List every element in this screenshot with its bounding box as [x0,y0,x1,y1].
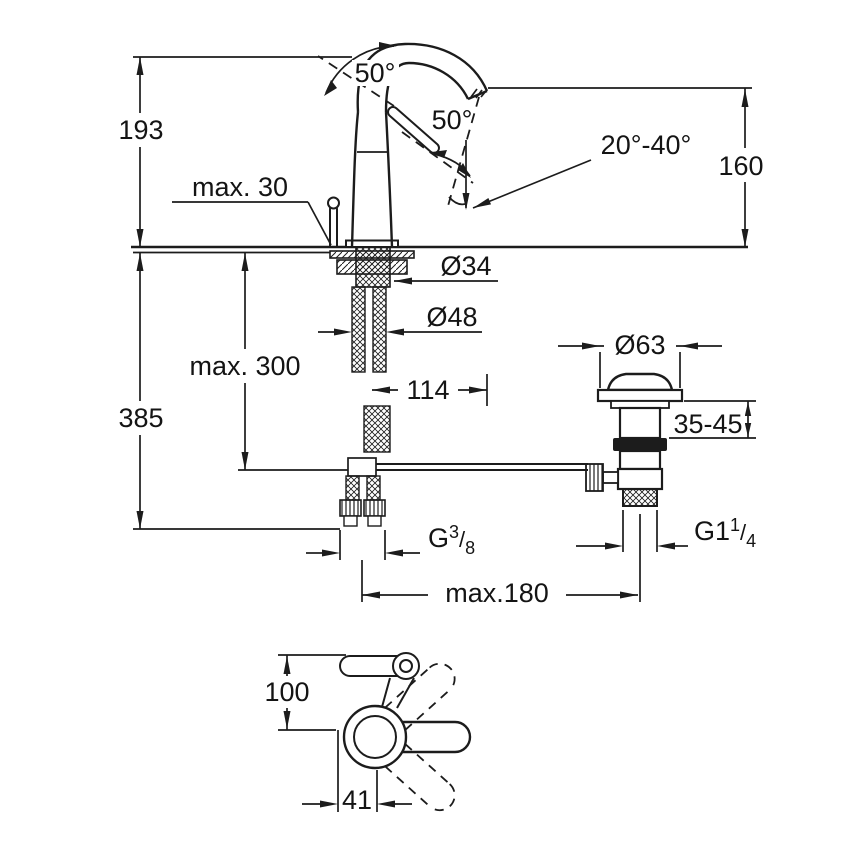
stream-arc [448,196,466,206]
hose-lower-section [363,405,391,453]
top-view-handle [339,652,420,709]
hose-right [372,286,387,373]
hose-end-right [366,475,381,501]
hose-left [351,286,366,373]
label-g38: G3/8 [428,522,475,558]
connector-nut-left [339,499,362,517]
handle-pivot-inner [399,659,413,673]
knurled-knob [585,463,604,492]
faucet-body [327,42,489,248]
label-angle-50-top: 50° [355,58,396,88]
dim-g114: G11/4 [576,510,756,552]
dim-dia63: Ø63 [558,329,722,388]
label-160: 160 [718,151,763,181]
dim-g38: G3/8 [306,522,475,560]
angle-50-front: 50° [401,105,475,184]
supply-hoses [339,286,391,527]
label-max300: max. 300 [189,351,300,381]
label-35-45: 35-45 [673,409,742,439]
top-view-body [342,704,408,770]
body-left-edge [350,111,360,248]
side-view: 50° 50° 20°-40° 193 [114,42,769,610]
label-41: 41 [342,785,372,815]
lever-housing [616,467,664,491]
label-100: 100 [264,677,309,707]
label-385: 385 [118,403,163,433]
dim-dia34: Ø34 [394,251,498,285]
dim-max30: max. 30 [172,172,332,246]
spout-inner [384,61,470,113]
angle-50-top: 50° [317,42,399,107]
thread-end-left [343,515,358,527]
threaded-tailpiece [622,488,658,507]
top-view: 100 41 [260,652,472,815]
handle-lever [387,106,440,154]
label-max30: max. 30 [192,172,288,202]
dim-193: 193 [114,56,352,247]
label-angle-range: 20°-40° [601,130,692,160]
stream-angled-line [447,96,480,207]
pop-up-rod [376,463,588,471]
label-g114: G11/4 [694,515,756,551]
handle-alt-position-line-2 [401,131,474,184]
label-193: 193 [118,115,163,145]
angle-20-40: 20°-40° [447,96,692,210]
drain-body-lower [618,449,662,471]
popup-dome [606,372,674,392]
leader-line [472,159,592,209]
aerator-hatch [470,88,487,99]
connector-nut-right [363,499,386,517]
label-dia34: Ø34 [440,251,491,281]
drain-flange [596,388,684,403]
thread-end-right [367,515,382,527]
top-view-spout [402,720,472,754]
dim-dia48: Ø48 [318,302,482,336]
rod-coupler [347,457,377,477]
label-angle-50-front: 50° [432,105,473,135]
dim-385: 385 [114,252,340,530]
dim-41: 41 [302,730,412,815]
spout-swivel-upper [384,662,456,731]
label-dia48: Ø48 [426,302,477,332]
rubber-seal [613,438,667,451]
body-inner [353,715,397,759]
washer [329,250,415,259]
dim-160: 160 [488,87,769,247]
dim-100: 100 [260,654,346,731]
dim-35-45: 35-45 [669,400,756,439]
dim-max300: max. 300 [178,252,348,471]
dim-114: 114 [372,373,488,407]
drain-assembly [585,372,684,507]
dim-max180: max.180 [361,514,641,610]
label-dia63: Ø63 [614,330,665,360]
label-max180: max.180 [445,578,549,608]
handle-alt-position-line [317,55,395,107]
mounting-nut [336,259,408,275]
base-plinth [345,239,399,248]
body-right-edge [384,111,394,248]
hose-end-left [345,475,360,501]
pull-rod [327,196,340,247]
body-outline [342,704,408,770]
label-114: 114 [406,375,449,405]
drain-body-upper [618,406,662,440]
mounting-hardware [329,246,415,288]
lever-boss [602,471,619,484]
spout-swivel-lower [384,743,456,812]
